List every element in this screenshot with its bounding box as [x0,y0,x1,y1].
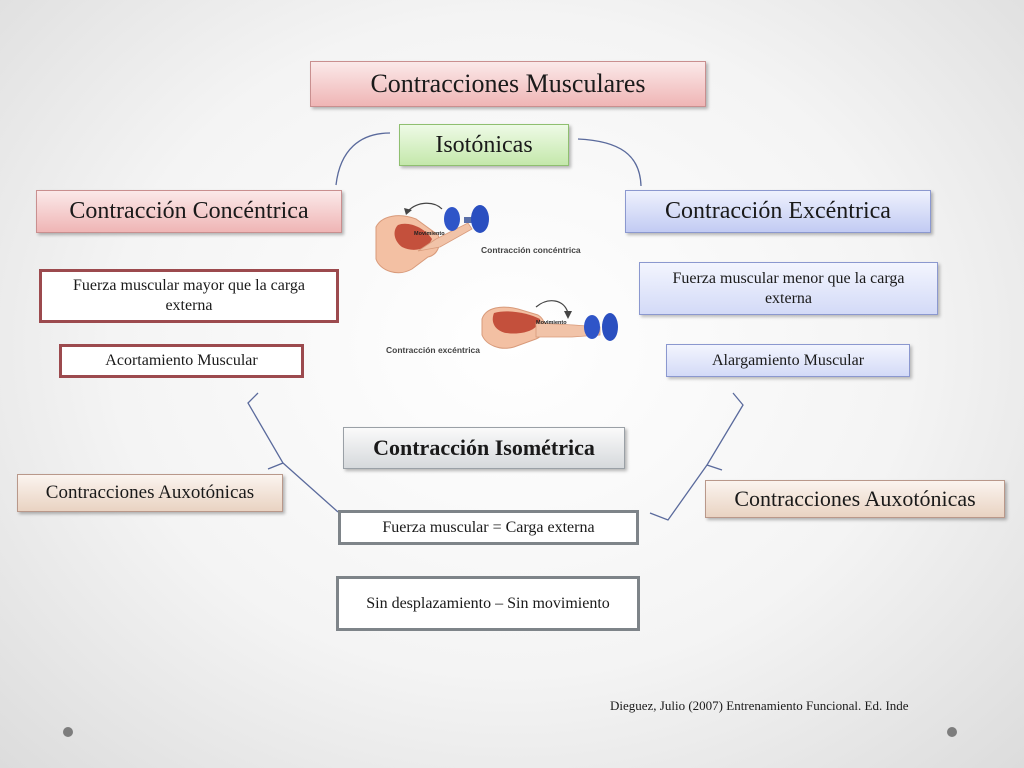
excentrica-fuerza-box: Fuerza muscular menor que la carga exter… [639,262,938,315]
isometrica-title-box: Contracción Isométrica [343,427,625,469]
connector-left-bracket [247,392,339,513]
isometrica-fuerza-text: Fuerza muscular = Carga externa [382,518,595,536]
excentrica-fuerza-text: Fuerza muscular menor que la carga exter… [672,269,905,307]
isotonicas-box: Isotónicas [399,124,569,166]
label-contraccion-excentrica: Contracción excéntrica [386,345,480,355]
auxotonicas-right-text: Contracciones Auxotónicas [734,486,976,511]
connector-isotonicas-left [335,132,391,186]
movimiento-label-2: Movimiento [536,320,567,326]
concentrica-fuerza-box: Fuerza muscular mayor que la carga exter… [39,269,339,323]
main-title-text: Contracciones Musculares [370,69,646,98]
concentrica-fuerza-text: Fuerza muscular mayor que la carga exter… [72,277,306,314]
decor-dot-right [947,727,957,737]
alargamiento-text: Alargamiento Muscular [711,351,865,369]
citation: Dieguez, Julio (2007) Entrenamiento Func… [610,698,909,713]
auxotonicas-right-box: Contracciones Auxotónicas [705,480,1005,518]
concentrica-title-box: Contracción Concéntrica [36,190,342,233]
decor-dot-left [63,727,73,737]
auxotonicas-left-text: Contracciones Auxotónicas [45,482,255,503]
isometrica-title-text: Contracción Isométrica [373,435,595,460]
alargamiento-box: Alargamiento Muscular [666,344,910,377]
isometrica-fuerza-box: Fuerza muscular = Carga externa [338,510,639,545]
desplazamiento-box: Sin desplazamiento – Sin movimiento [336,576,640,631]
excentrica-title-box: Contracción Excéntrica [625,190,931,233]
connector-isotonicas-right [577,138,642,187]
excentrica-title-text: Contracción Excéntrica [665,198,891,224]
label-contraccion-concentrica: Contracción concéntrica [481,245,581,255]
arm-concentrica-drawing [375,202,489,274]
auxotonicas-left-box: Contracciones Auxotónicas [17,474,283,512]
desplazamiento-text: Sin desplazamiento – Sin movimiento [366,594,610,612]
main-title: Contracciones Musculares [310,61,706,107]
connector-right-bracket [649,392,744,521]
movimiento-label-1: Movimiento [414,231,445,237]
isotonicas-text: Isotónicas [435,131,533,158]
acortamiento-box: Acortamiento Muscular [59,344,304,378]
acortamiento-text: Acortamiento Muscular [105,352,258,369]
arm-illustration: Movimiento Contracción concéntrica Movim… [375,202,618,355]
concentrica-title-text: Contracción Concéntrica [69,198,309,224]
arm-excentrica-drawing [481,300,618,349]
